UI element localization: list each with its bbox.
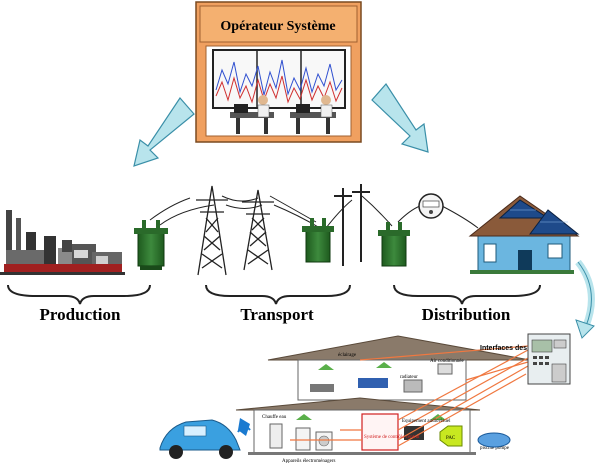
water-heater-icon (269, 423, 283, 449)
power-plant-icon (0, 210, 125, 275)
electric-car-icon (159, 418, 251, 459)
transmission-tower-1-icon (196, 185, 228, 276)
transformer-3-icon (378, 222, 410, 267)
radiator-icon (403, 379, 423, 393)
pool-icon (477, 432, 511, 448)
bed-icon (358, 378, 388, 388)
transformer-2-icon (302, 218, 334, 263)
pac-icon (439, 425, 463, 447)
label-air-conditioning: Air conditionnée (430, 359, 465, 364)
lamp-icons (296, 362, 446, 420)
distribution-brace (393, 284, 541, 305)
label-chauffe-eau: Chauffe eau (262, 415, 287, 420)
label-radiateur: radiateur (400, 375, 418, 380)
label-piscine: piscine pompe (480, 446, 510, 451)
electric-meter-icon (418, 193, 444, 219)
operator-box: Opérateur Système (195, 1, 362, 143)
air-conditioner-icon (437, 363, 453, 375)
transmission-tower-2-icon (242, 189, 274, 271)
solar-house-icon (468, 195, 580, 274)
label-equipement: Equipement audiovisuel (402, 419, 451, 424)
operator-desks-icon (230, 95, 336, 134)
transformer-1-icon (134, 220, 168, 270)
smart-home-diagram: éclairage Air conditionnée radiateur Cha… (235, 335, 531, 464)
label-interface: Interfaces des (480, 345, 527, 352)
fridge-icon (295, 427, 311, 451)
control-links (290, 345, 529, 447)
operator-title: Opérateur Système (220, 19, 335, 34)
control-system-box (361, 413, 399, 451)
distribution-label: Distribution (422, 305, 511, 324)
transport-label: Transport (240, 305, 314, 324)
label-pac: PAC (446, 436, 456, 441)
arrow-to-production (133, 97, 195, 167)
label-systeme: Système de contrôle central (364, 435, 420, 440)
arrow-to-interface (575, 259, 595, 339)
table-icon (310, 384, 334, 392)
arrow-to-distribution (371, 83, 429, 153)
label-appareils: Appareils électroménagers (282, 459, 336, 464)
tv-icon (404, 426, 424, 440)
section-braces (7, 284, 541, 305)
interface-device-icon: Interfaces des (480, 333, 571, 385)
label-eclairage: éclairage (338, 353, 357, 358)
production-brace (7, 284, 151, 305)
production-label: Production (40, 305, 121, 324)
utility-poles-icon (334, 184, 370, 266)
transport-brace (205, 284, 351, 305)
